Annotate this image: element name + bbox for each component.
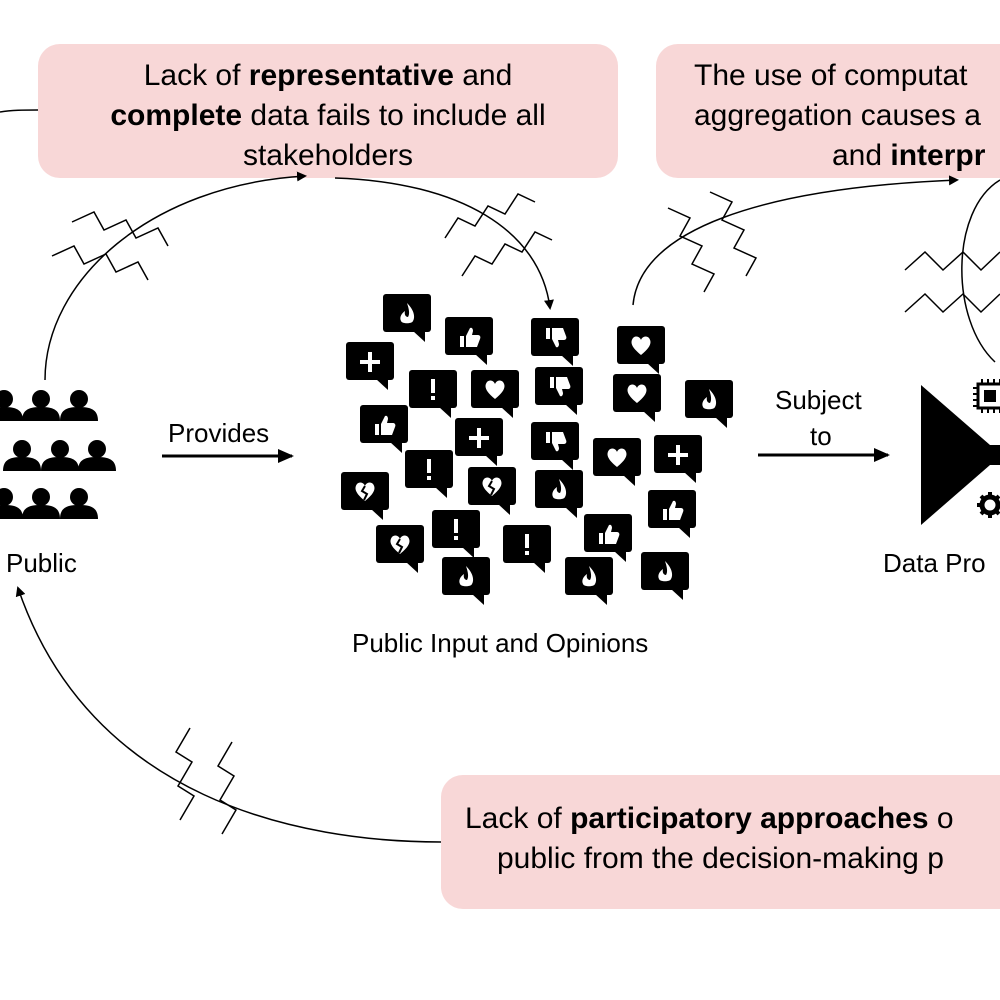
broken-heart-icon	[376, 525, 424, 573]
heart-icon	[617, 326, 665, 374]
curve-participatory-to-public	[15, 586, 442, 843]
fire-icon	[641, 552, 689, 600]
curve-public-to-representative	[44, 171, 307, 381]
representative-box-line2: complete data fails to include all	[110, 99, 546, 132]
representative-box-line1: Lack of representative and	[143, 59, 513, 92]
public-input-label: Public Input and Opinions	[352, 628, 649, 658]
zigzag-break-icon	[444, 193, 553, 277]
exclamation-icon	[409, 370, 457, 418]
participatory-box-line1: Lack of participatory approaches o	[465, 802, 954, 835]
fire-icon	[565, 557, 613, 605]
representative-box-line3: stakeholders	[242, 139, 414, 172]
gear-icon	[977, 492, 1000, 518]
thumbs-up-icon	[584, 514, 632, 562]
zigzag-break-icon	[51, 211, 169, 281]
curve-computational-to-processing	[961, 179, 1000, 363]
heart-icon	[593, 438, 641, 486]
thumbs-up-icon	[360, 405, 408, 453]
subject-to-label-line2: to	[810, 421, 832, 451]
thumbs-up-icon	[648, 490, 696, 538]
curve-representative-to-input	[334, 177, 554, 310]
reaction-cloud	[341, 294, 733, 605]
exclamation-icon	[432, 510, 480, 558]
broken-heart-icon	[341, 472, 389, 520]
computational-box-line2: aggregation causes a	[694, 99, 981, 132]
fire-icon	[383, 294, 431, 342]
participatory-approaches-box: Lack of participatory approaches o publi…	[441, 775, 1000, 909]
people-group-icon	[0, 390, 116, 519]
thumbs-down-icon	[531, 318, 579, 366]
zigzag-break-icon	[904, 250, 1000, 314]
zigzag-break-icon	[174, 727, 238, 835]
subject-to-label-line1: Subject	[775, 385, 862, 415]
curve-top-left-edge	[0, 109, 39, 113]
participatory-box-line2: public from the decision-making p	[497, 842, 944, 875]
broken-heart-icon	[468, 467, 516, 515]
computational-box-line3: and interpr	[832, 139, 986, 172]
computational-aggregation-box: The use of computat aggregation causes a…	[656, 44, 1000, 178]
representative-data-box: Lack of representative and complete data…	[38, 44, 618, 178]
data-processing-label: Data Pro	[883, 548, 986, 578]
zigzag-break-icon	[667, 191, 758, 293]
thumbs-down-icon	[531, 422, 579, 470]
funnel-icon	[921, 385, 1000, 525]
exclamation-icon	[405, 450, 453, 498]
provides-label: Provides	[168, 418, 270, 448]
computational-box-line1: The use of computat	[694, 59, 968, 92]
plus-icon	[654, 435, 702, 483]
plus-icon	[346, 342, 394, 390]
heart-icon	[471, 370, 519, 418]
fire-icon	[685, 380, 733, 428]
chip-icon	[973, 379, 1000, 413]
fire-icon	[442, 557, 490, 605]
thumbs-down-icon	[535, 367, 583, 415]
thumbs-up-icon	[445, 317, 493, 365]
curve-input-to-computational	[632, 175, 959, 306]
exclamation-icon	[503, 525, 551, 573]
plus-icon	[455, 418, 503, 466]
public-label: Public	[6, 548, 77, 578]
fire-icon	[535, 470, 583, 518]
heart-icon	[613, 374, 661, 422]
